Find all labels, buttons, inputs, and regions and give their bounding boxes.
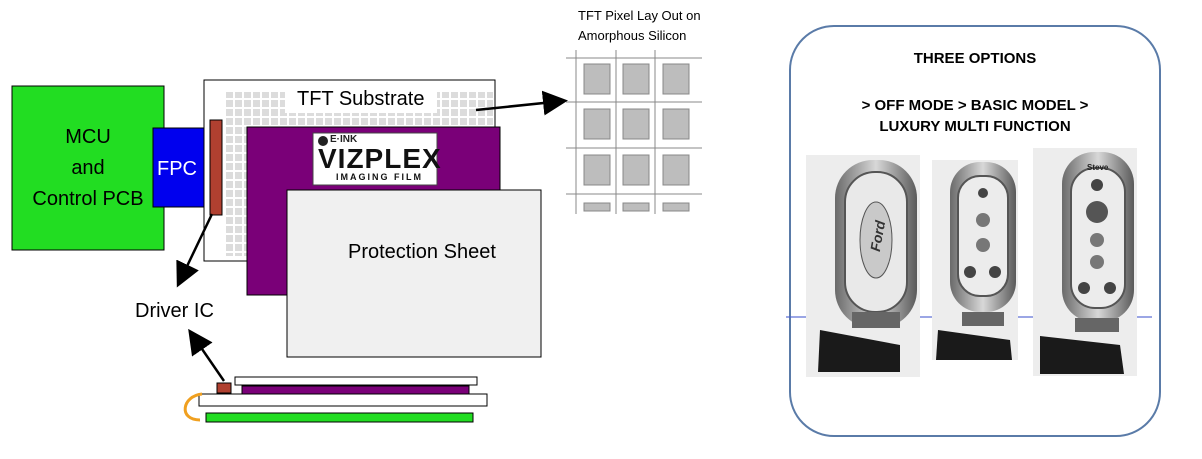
tft-pixel-cell: [583, 108, 611, 140]
tft-pixel-cell: [662, 154, 690, 186]
mcu-label-line3: Control PCB: [32, 188, 144, 210]
options-title: THREE OPTIONS: [913, 50, 1037, 67]
cross-section-stack: [183, 376, 488, 423]
mcu-label-line1: MCU: [65, 126, 111, 148]
imaging-film-text: IMAGING FILM: [336, 172, 423, 182]
protection-sheet: [286, 189, 542, 358]
mcu-label: MCU and Control PCB: [12, 122, 164, 215]
tft-pixel-cell: [662, 202, 690, 212]
vizplex-logo: [312, 132, 438, 186]
cross-section-arrow: [188, 328, 226, 382]
key-fob-luxury-multi-function: [1033, 148, 1137, 376]
driver-ic-arrow: [176, 213, 214, 288]
tft-substrate-label: TFT Substrate: [297, 88, 425, 110]
ford-logo: [859, 201, 893, 279]
mcu-label-line2: and: [71, 157, 105, 179]
tft-pixel-cell: [622, 154, 650, 186]
vizplex-text: VIZPLEX: [318, 143, 442, 174]
pixel-layout-caption-line2: Amorphous Silicon: [578, 28, 687, 43]
tft-pixel-cell: [622, 63, 650, 95]
tft-pixel-cell: [622, 202, 650, 212]
pixel-layout-caption-line1: TFT Pixel Lay Out on: [578, 8, 701, 23]
tft-to-pixel-arrow: [475, 90, 568, 116]
tft-pixel-cell: [622, 108, 650, 140]
tft-pixel-cell: [583, 154, 611, 186]
protection-sheet-label: Protection Sheet: [348, 241, 496, 263]
options-line2: LUXURY MULTI FUNCTION: [879, 118, 1071, 135]
eink-brand-text: E·INK: [330, 134, 358, 145]
tft-pixel-cell: [583, 63, 611, 95]
tft-pixel-layout: [566, 50, 702, 214]
driver-ic-strip: [209, 119, 223, 216]
tft-pixel-cell: [662, 108, 690, 140]
luxury-key-owner-text: Steve: [1087, 163, 1109, 172]
tft-pixel-cell: [583, 202, 611, 212]
options-line1: > OFF MODE > BASIC MODEL >: [861, 97, 1089, 114]
mcu-pcb-board: [11, 85, 165, 251]
key-fob-basic-model: [932, 160, 1018, 360]
fpc-connector: [152, 127, 205, 208]
fpc-label: FPC: [157, 158, 197, 180]
tft-pixel-cell: [662, 63, 690, 95]
eink-logo-icon: [318, 136, 328, 146]
key-fob-off-mode: [806, 155, 920, 377]
driver-ic-label: Driver IC: [135, 300, 214, 322]
